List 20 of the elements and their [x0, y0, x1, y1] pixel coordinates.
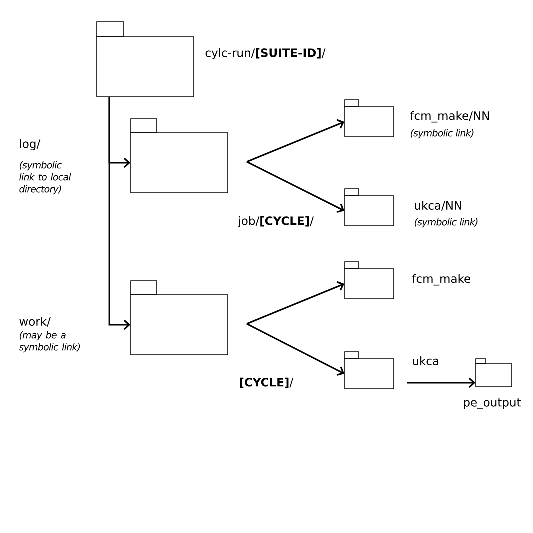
folder-name: job/[CYCLE]/	[238, 216, 314, 228]
arrow	[246, 281, 345, 325]
folder-note: (may be a symbolic link)	[19, 331, 80, 353]
folder-note: (symbolic link)	[410, 129, 474, 139]
arrow	[407, 378, 476, 388]
folder-note: (symbolic link)	[414, 218, 478, 228]
folder-name: cylc-run/[SUITE-ID]/	[206, 48, 326, 60]
folder-name: pe_output	[464, 398, 521, 410]
arrow	[246, 161, 345, 214]
folder-name: work/	[20, 317, 51, 327]
arrow	[246, 323, 345, 376]
folder-name: log/	[20, 139, 41, 151]
folder-name: [CYCLE]/	[240, 378, 294, 388]
folder-note: (symbolic link to local directory)	[20, 161, 72, 195]
folder-name: ukca/NN	[415, 201, 462, 211]
folder-name: fcm_make	[412, 274, 470, 286]
folder-name: fcm_make/NN	[410, 111, 490, 123]
arrow	[246, 119, 345, 163]
folder-name: ukca	[413, 356, 438, 366]
arrow	[108, 97, 131, 330]
